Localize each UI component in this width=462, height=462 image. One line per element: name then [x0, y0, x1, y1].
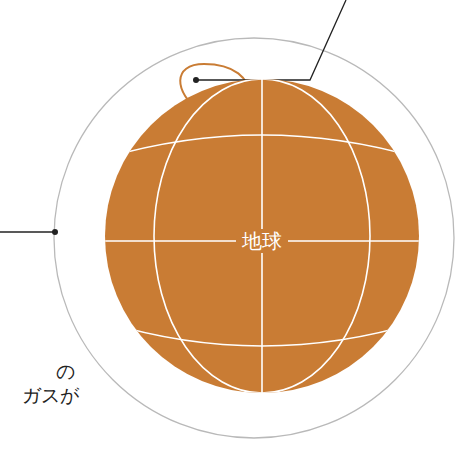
leader-dot — [52, 229, 58, 235]
caption-fragment: ガスが — [22, 384, 79, 407]
leader-line — [196, 0, 346, 80]
earth-disc — [105, 79, 419, 393]
leader-dot — [193, 77, 199, 83]
atmosphere-outline — [54, 38, 454, 438]
leader-line — [0, 231, 55, 232]
caption-fragment: の — [56, 360, 75, 383]
node-label: 地球 — [236, 229, 288, 253]
earth-circle: 地球 — [105, 79, 419, 393]
globe-grid — [105, 79, 419, 393]
